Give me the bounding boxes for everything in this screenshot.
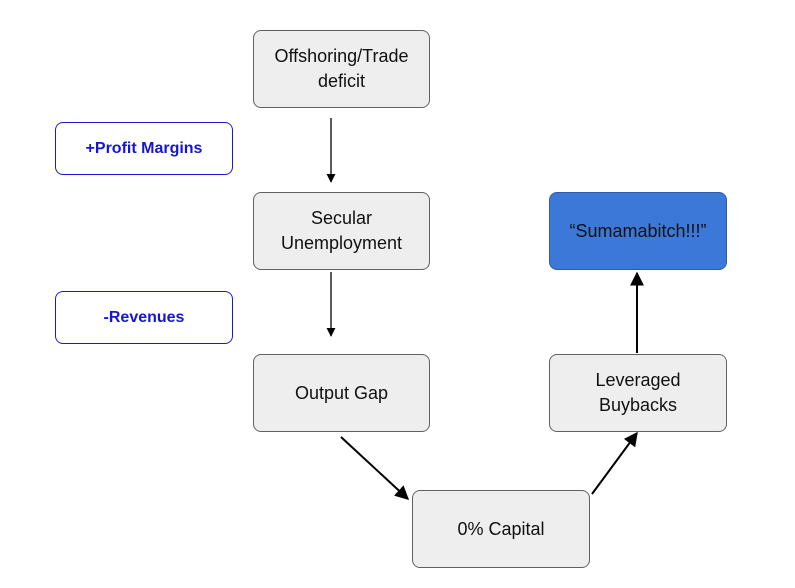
annotation-label: +Profit Margins — [85, 139, 203, 157]
node-leveraged-buybacks: Leveraged Buybacks — [549, 354, 727, 432]
node-label: “Sumamabitch!!!” — [569, 220, 707, 241]
node-label: Secular Unemployment — [280, 208, 403, 253]
annotation-label: -Revenues — [103, 308, 185, 326]
node-label: Offshoring/Trade deficit — [274, 46, 409, 91]
node-label: Leveraged Buybacks — [595, 370, 681, 415]
node-secular-unemployment: Secular Unemployment — [253, 192, 430, 270]
node-output-gap: Output Gap — [253, 354, 430, 432]
node-label: 0% Capital — [457, 518, 545, 539]
arrow-capital-to-buybacks — [591, 431, 638, 495]
annotation-profit-margins: +Profit Margins — [55, 122, 233, 175]
node-sumamabitch: “Sumamabitch!!!” — [549, 192, 727, 270]
arrow-output-gap-to-capital — [340, 436, 410, 500]
node-label: Output Gap — [294, 382, 389, 403]
node-offshoring-trade-deficit: Offshoring/Trade deficit — [253, 30, 430, 108]
annotation-revenues: -Revenues — [55, 291, 233, 344]
node-zero-percent-capital: 0% Capital — [412, 490, 590, 568]
